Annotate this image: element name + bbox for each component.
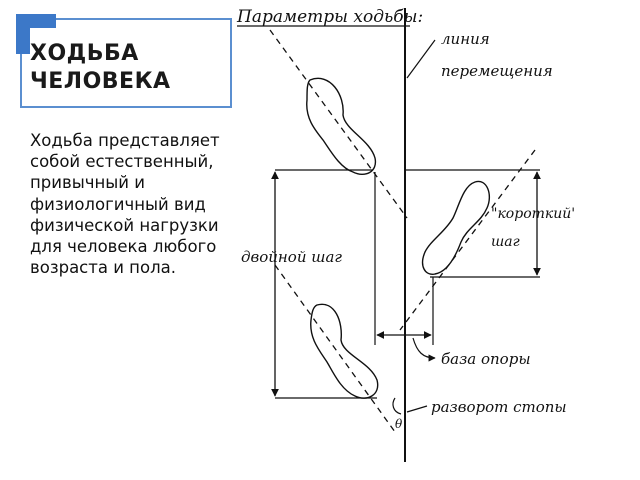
- label-line-of-motion-1: линия: [441, 30, 490, 48]
- slide-title: ХОДЬБА ЧЕЛОВЕКА: [30, 41, 171, 94]
- label-foot-turn: разворот стопы: [431, 398, 567, 416]
- title-box: ХОДЬБА ЧЕЛОВЕКА: [16, 14, 232, 108]
- foot-turn-angle-symbol: θ: [395, 417, 403, 431]
- foot-turn-angle-arc: [392, 397, 402, 415]
- support-base-pointer: [412, 337, 436, 362]
- gait-parameters-diagram: Параметры ходьбы: θ линия перемещения "к…: [236, 7, 575, 462]
- label-short-step-2: шаг: [491, 234, 520, 250]
- slide-body-text: Ходьба представляет собой естественный, …: [30, 131, 220, 278]
- label-line-of-motion-2: перемещения: [441, 62, 553, 80]
- foot-turn-pointer: [406, 405, 428, 413]
- right-foot-axis: [399, 149, 536, 331]
- right-footprint: [421, 180, 491, 275]
- left-foot-axis-lower: [274, 264, 396, 433]
- left-foot-axis: [269, 29, 408, 219]
- label-short-step-1: "короткий": [491, 206, 575, 222]
- left-footprint-lower: [310, 303, 379, 399]
- line-of-motion-pointer: [406, 39, 436, 79]
- label-double-step: двойной шаг: [241, 248, 342, 266]
- diagram-heading: Параметры ходьбы:: [236, 7, 423, 27]
- label-support-base: база опоры: [441, 350, 531, 368]
- left-footprint-upper: [306, 77, 377, 176]
